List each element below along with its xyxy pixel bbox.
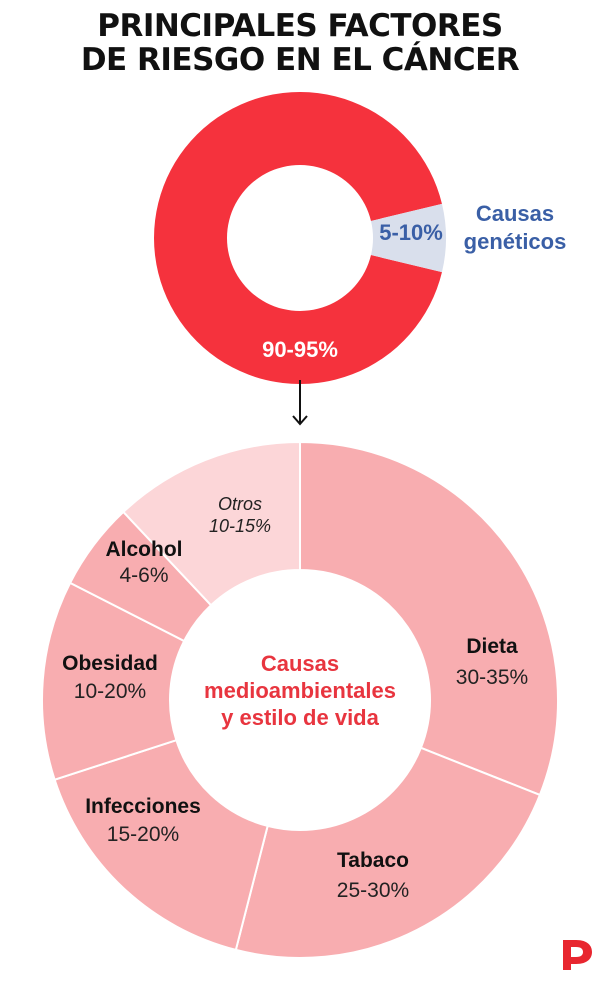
environmental-percent-label: 90-95%: [262, 337, 338, 362]
genetic-name-line-2: genéticos: [464, 229, 567, 254]
center-label-line-1: Causas: [261, 651, 339, 676]
arrow-down-icon: [292, 380, 308, 426]
top-donut-chart: [154, 91, 447, 384]
infecciones-name: Infecciones: [85, 795, 201, 818]
center-label-line-3: y estilo de vida: [221, 705, 379, 730]
tabaco-range: 25-30%: [337, 879, 409, 902]
title-line-2: DE RIESGO EN EL CÁNCER: [81, 42, 520, 78]
otros-name: Otros: [218, 494, 262, 514]
alcohol-range: 4-6%: [119, 564, 168, 587]
tabaco-name: Tabaco: [337, 849, 409, 872]
slice-infecciones: [53, 738, 269, 952]
infecciones-range: 15-20%: [107, 823, 179, 846]
obesidad-range: 10-20%: [74, 680, 146, 703]
otros-range: 10-15%: [209, 516, 271, 536]
dieta-range: 30-35%: [456, 666, 528, 689]
genetic-percent-label: 5-10%: [379, 220, 443, 245]
slice-obesidad: [41, 581, 186, 781]
alcohol-name: Alcohol: [106, 538, 183, 561]
genetic-name-line-1: Causas: [476, 201, 554, 226]
slice-causas-genéticos: [370, 203, 447, 273]
slice-dieta: [299, 440, 559, 797]
slice-otros: [121, 440, 301, 607]
slice-90-95-: [154, 91, 442, 384]
p-logo-icon: [563, 940, 592, 970]
obesidad-name: Obesidad: [62, 652, 158, 675]
bottom-donut-chart: [41, 440, 559, 959]
slice-tabaco: [234, 746, 542, 959]
center-label-line-2: medioambientales: [204, 678, 396, 703]
title-line-1: PRINCIPALES FACTORES: [97, 8, 503, 44]
dieta-name: Dieta: [466, 635, 518, 658]
